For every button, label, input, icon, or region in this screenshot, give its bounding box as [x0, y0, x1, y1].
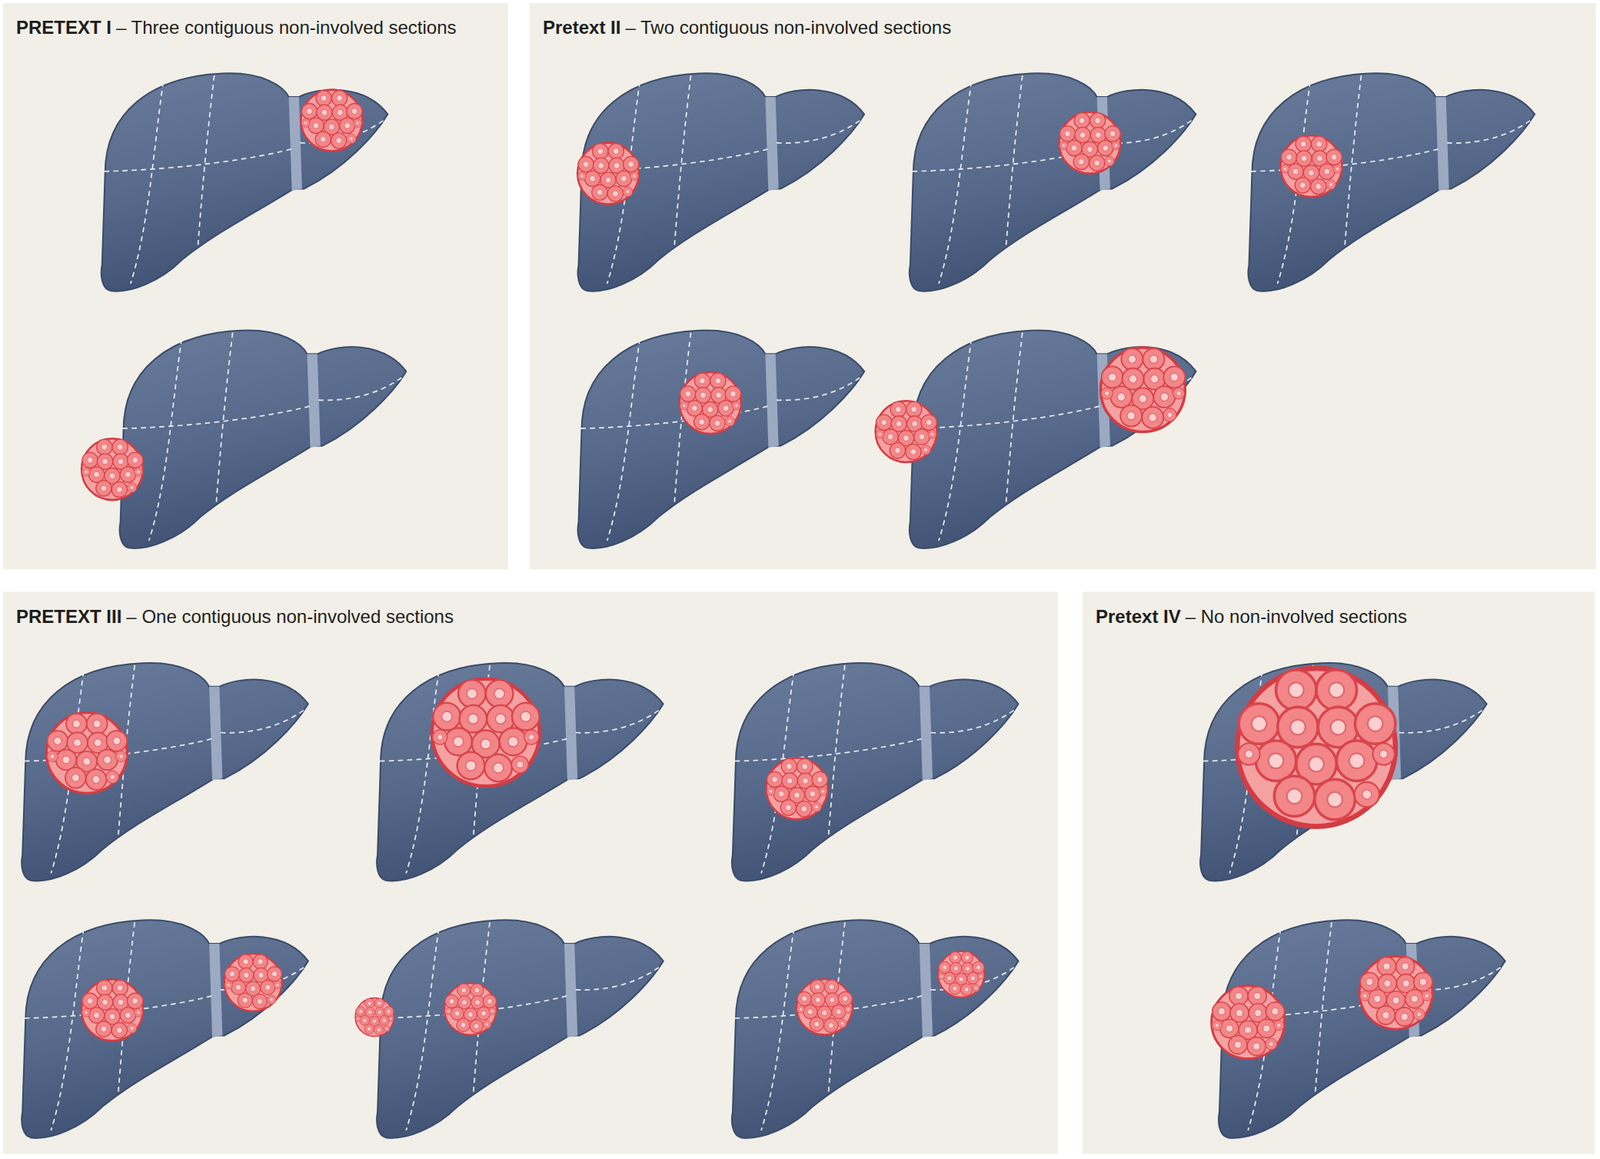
- panel-heading: PRETEXT I– Three contiguous non-involved…: [3, 3, 491, 53]
- panel-heading: Pretext IV– No non-involved sections: [1082, 592, 1594, 642]
- stage-description: – One contiguous non-involved sections: [126, 605, 454, 627]
- stage-name: Pretext IV: [1095, 605, 1181, 627]
- stage-panel: Pretext IV– No non-involved sections: [1082, 592, 1595, 1155]
- stage-name: PRETEXT III: [16, 605, 122, 627]
- stage-description: – Two contiguous non-involved sections: [625, 16, 952, 38]
- stage-description: – Three contiguous non-involved sections: [116, 16, 457, 38]
- stage-name: PRETEXT I: [16, 16, 112, 38]
- stage-description: – No non-involved sections: [1185, 605, 1408, 627]
- stage-panel: PRETEXT III– One contiguous non-involved…: [3, 592, 1058, 1155]
- stage-panel: PRETEXT I– Three contiguous non-involved…: [3, 3, 509, 569]
- stage-panel: Pretext II– Two contiguous non-involved …: [529, 3, 1596, 569]
- stage-name: Pretext II: [542, 16, 621, 38]
- panel-heading: PRETEXT III– One contiguous non-involved…: [3, 592, 1029, 642]
- panel-heading: Pretext II– Two contiguous non-involved …: [529, 3, 1556, 53]
